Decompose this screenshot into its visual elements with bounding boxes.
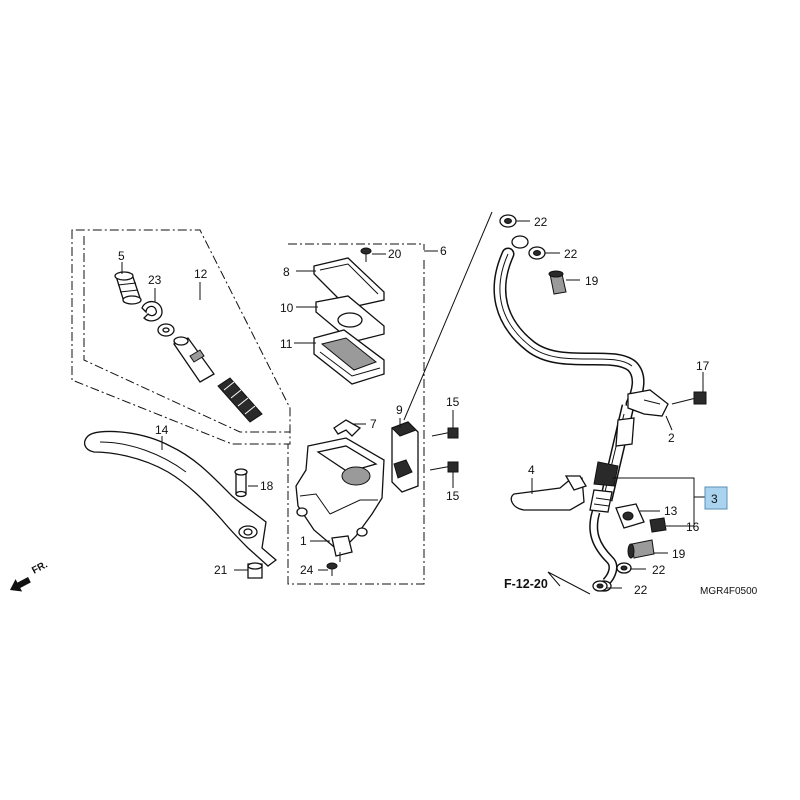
banjo-bolt-upper-part: [548, 270, 567, 295]
label-part-17[interactable]: 17: [696, 359, 710, 373]
diaphragm-part: [313, 329, 385, 385]
holder-bolt-lower-part: [429, 461, 459, 473]
hose-pointer-line: [403, 211, 493, 421]
hose-clamp-part: [615, 389, 669, 447]
leader-lines: [121, 220, 705, 595]
label-part-22-c[interactable]: 22: [652, 563, 666, 577]
sealing-washer-4-part: [592, 580, 608, 592]
master-cylinder-outline-top: [288, 243, 425, 250]
label-part-22-a[interactable]: 22: [534, 215, 548, 229]
reference-label[interactable]: F-12-20: [504, 577, 548, 591]
lever-group-inner-outline: [83, 236, 290, 433]
label-part-21[interactable]: 21: [214, 563, 228, 577]
label-part-19-upper[interactable]: 19: [585, 274, 599, 288]
boot-part: [114, 271, 142, 305]
hose-clip-part: [615, 503, 645, 529]
label-part-10[interactable]: 10: [280, 301, 294, 315]
clip-part: [333, 419, 362, 437]
label-part-24[interactable]: 24: [300, 563, 314, 577]
label-part-8[interactable]: 8: [283, 265, 290, 279]
holder-part: [391, 421, 419, 493]
piston-part: [173, 336, 215, 383]
label-part-19-lower[interactable]: 19: [672, 547, 686, 561]
holder-bolt-upper-part: [431, 427, 459, 439]
pivot-bolt-part: [234, 468, 248, 498]
sealing-washer-3-part: [616, 562, 632, 574]
label-part-22-b[interactable]: 22: [564, 247, 578, 261]
diagram-code: MGR4F0500: [700, 586, 758, 597]
clip-bolt-part: [649, 517, 667, 533]
label-part-4[interactable]: 4: [528, 463, 535, 477]
circlip-part: [141, 301, 163, 322]
front-arrow-icon: [10, 577, 31, 592]
cap-screw-part: [360, 247, 372, 262]
label-part-7[interactable]: 7: [370, 417, 377, 431]
label-part-18[interactable]: 18: [260, 479, 274, 493]
hose-stay-part: [510, 475, 587, 511]
sealing-washer-2-part: [528, 246, 546, 260]
highlight-box-part-3[interactable]: [704, 486, 728, 510]
brake-hose-part: [493, 247, 645, 411]
hose-eye-upper-part: [511, 235, 529, 249]
master-cylinder-body-part: [295, 437, 385, 553]
label-part-1[interactable]: 1: [300, 534, 307, 548]
reservoir-cap-part: [313, 257, 385, 309]
diaphragm-plate-part: [315, 295, 385, 343]
switch-screw-part: [326, 562, 338, 576]
brake-lever-part: [83, 430, 278, 567]
master-cylinder-outline: [287, 260, 425, 585]
front-marker-label: FR.: [30, 559, 50, 576]
sealing-washer-1-part: [499, 214, 517, 228]
lever-nut-part: [247, 562, 263, 579]
clamp-bolt-part: [671, 391, 707, 405]
label-part-23[interactable]: 23: [148, 273, 162, 287]
spring-part: [217, 377, 263, 423]
label-part-22-d[interactable]: 22: [634, 583, 648, 597]
label-part-9[interactable]: 9: [396, 403, 403, 417]
label-part-12[interactable]: 12: [194, 267, 208, 281]
label-part-3[interactable]: 3: [711, 492, 718, 506]
label-part-20[interactable]: 20: [388, 247, 402, 261]
label-part-16[interactable]: 16: [686, 520, 700, 534]
brake-switch-part: [331, 535, 353, 562]
label-part-2[interactable]: 2: [668, 431, 675, 445]
label-part-14[interactable]: 14: [155, 423, 169, 437]
lever-group-outline: [71, 229, 291, 445]
label-part-5[interactable]: 5: [118, 249, 125, 263]
label-part-15-upper[interactable]: 15: [446, 395, 460, 409]
label-part-11[interactable]: 11: [280, 337, 293, 351]
banjo-bolt-lower-part: [627, 539, 655, 559]
label-part-15-lower[interactable]: 15: [446, 489, 460, 503]
label-part-6[interactable]: 6: [440, 244, 447, 258]
label-part-13[interactable]: 13: [664, 504, 678, 518]
